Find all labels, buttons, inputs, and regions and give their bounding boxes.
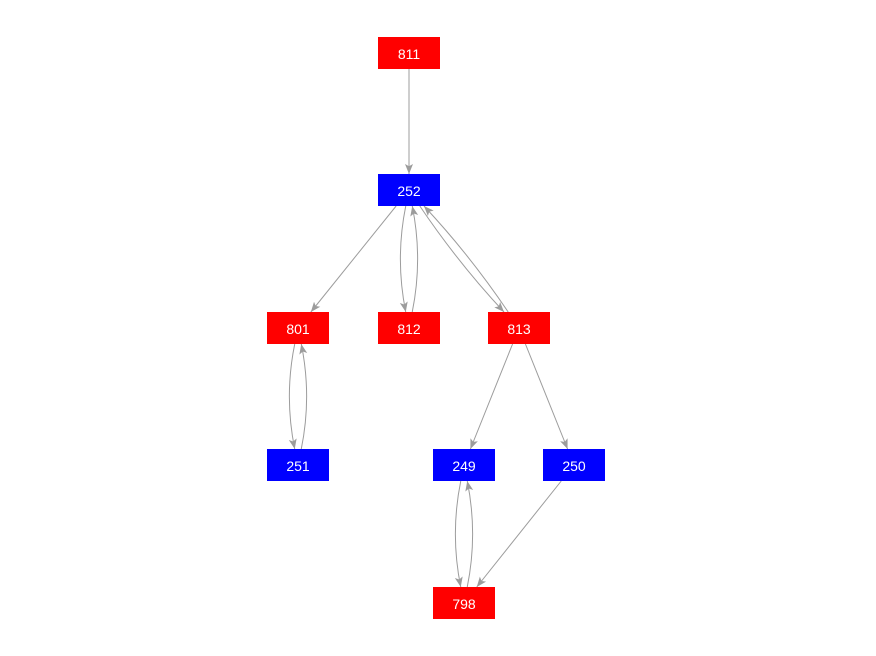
node-rect-798[interactable] — [433, 587, 495, 619]
edge-250-798 — [476, 480, 562, 588]
graph-node-251[interactable]: 251 — [267, 449, 329, 481]
node-label-252: 252 — [397, 183, 421, 199]
edge-251-801 — [299, 343, 308, 450]
node-label-798: 798 — [452, 596, 476, 612]
node-rect-249[interactable] — [433, 449, 495, 481]
edge-798-249 — [465, 480, 474, 588]
node-layer: 811 252 801 812 813 251 249 250 798 — [267, 37, 605, 619]
edge-249-798 — [454, 480, 463, 588]
node-label-251: 251 — [286, 458, 310, 474]
node-rect-252[interactable] — [378, 174, 440, 206]
graph-node-812[interactable]: 812 — [378, 312, 440, 344]
node-rect-250[interactable] — [543, 449, 605, 481]
node-rect-813[interactable] — [488, 312, 550, 344]
edge-813-249 — [469, 343, 514, 450]
edge-252-812 — [399, 205, 408, 313]
node-rect-812[interactable] — [378, 312, 440, 344]
node-label-801: 801 — [286, 321, 310, 337]
edge-252-813 — [419, 205, 505, 313]
edge-813-252 — [423, 205, 509, 313]
graph-node-813[interactable]: 813 — [488, 312, 550, 344]
node-label-250: 250 — [562, 458, 586, 474]
node-rect-801[interactable] — [267, 312, 329, 344]
graph-node-798[interactable]: 798 — [433, 587, 495, 619]
node-label-811: 811 — [398, 46, 421, 62]
edge-813-250 — [524, 343, 569, 450]
edge-layer — [288, 69, 569, 588]
node-rect-251[interactable] — [267, 449, 329, 481]
edge-812-252 — [410, 205, 419, 313]
graph-node-250[interactable]: 250 — [543, 449, 605, 481]
edge-252-801 — [310, 205, 397, 313]
node-label-812: 812 — [397, 321, 421, 337]
node-rect-811[interactable] — [378, 37, 440, 69]
node-label-249: 249 — [452, 458, 476, 474]
graph-node-252[interactable]: 252 — [378, 174, 440, 206]
edge-801-251 — [288, 343, 297, 450]
graph-node-801[interactable]: 801 — [267, 312, 329, 344]
graph-node-811[interactable]: 811 — [378, 37, 440, 69]
node-label-813: 813 — [507, 321, 531, 337]
graph-node-249[interactable]: 249 — [433, 449, 495, 481]
